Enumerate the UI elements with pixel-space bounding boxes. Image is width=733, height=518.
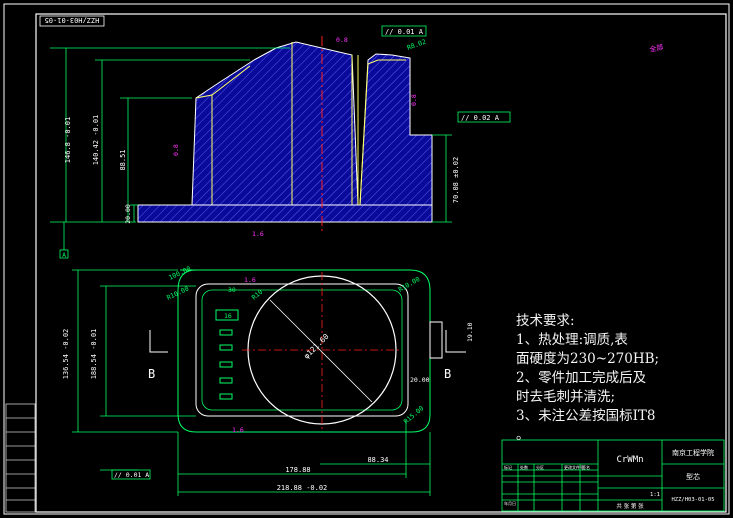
dim-d2: 30 xyxy=(228,286,236,294)
drawing-number-label: HZZ/H03-01-05 xyxy=(671,497,714,503)
left-table-label-3: 更改文件号 xyxy=(564,464,584,470)
left-table-label-4: 签名 xyxy=(582,464,590,470)
dim-right-height: 70.08 ±0.02 xyxy=(452,157,460,203)
dim-d5: 19.10 xyxy=(466,322,474,342)
dim-base-height: 20.00 xyxy=(124,204,132,224)
left-table-label-0: 标记 xyxy=(504,464,512,470)
inner-frame xyxy=(35,13,727,513)
part-name-label: 型芯 xyxy=(686,472,700,481)
scale-label: 1:1 xyxy=(650,492,660,498)
stamp-box xyxy=(39,15,105,27)
left-table-labels: 标记 处数 分区 更改文件号 签名 年月日 xyxy=(504,464,590,506)
tech-req-line: 。 xyxy=(516,427,530,443)
gtol-top-view: // 0.01 A xyxy=(114,471,149,479)
datum-label: A xyxy=(62,252,66,259)
dim-r2: R10.00 xyxy=(397,275,421,294)
dim-width-right: 88.34 xyxy=(367,456,388,464)
tech-req-line: 时去毛刺并清洗; xyxy=(516,389,616,405)
tech-req-line: 2、零件加工完成后及 xyxy=(516,370,647,386)
outer-frame xyxy=(3,3,730,515)
dim-inner-height: 88.51 xyxy=(119,149,127,170)
left-table-label-2: 分区 xyxy=(536,464,544,470)
tech-req-line: 3、未注公差按国标IT8 xyxy=(516,408,656,424)
ra-front-bottom: 1.6 xyxy=(252,230,264,238)
technical-requirements: 技术要求: 1、热处理:调质,表 面硬度为230~270HB; 2、零件加工完成… xyxy=(516,312,716,445)
section-label-right: B xyxy=(444,367,451,381)
left-table-label-1: 处数 xyxy=(520,464,528,470)
sheet-label: 共 张 第 张 xyxy=(616,502,644,510)
tech-req-line: 1、热处理:调质,表 xyxy=(516,332,628,348)
dim-height-left: 188.54 -0.01 xyxy=(90,329,98,380)
ra-global: 全部 xyxy=(649,42,665,54)
material-label: CrWMn xyxy=(616,455,643,465)
left-table-label-5: 年月日 xyxy=(504,500,516,506)
ra-top-2: 1.6 xyxy=(232,426,244,434)
dim-d6: 20.00 xyxy=(410,376,430,384)
tech-req-title: 技术要求: xyxy=(516,313,575,329)
gtol-top: // 0.01 A xyxy=(385,28,424,36)
dim-d3: 16 xyxy=(224,312,232,320)
tech-req-line: 面硬度为230~270HB; xyxy=(516,351,660,367)
dim-total-height: 146.8 -0.01 xyxy=(64,117,72,163)
left-revision-table xyxy=(5,403,36,513)
dim-width-mid: 178.88 xyxy=(285,466,310,474)
top-view: B B // 0.01 A 218.88 -0.02 178.88 88.34 … xyxy=(62,265,474,496)
dim-r3: R15.00 xyxy=(402,404,425,425)
dim-height-outer: 136.54 -0.02 xyxy=(62,329,70,380)
ra-top-1: 1.6 xyxy=(244,276,256,284)
ra-front-right: 0.8 xyxy=(410,94,418,106)
ra-front-top: 0.8 xyxy=(336,36,348,44)
dim-mid-height: 140.42 -0.01 xyxy=(92,115,100,166)
gtol-right: // 0.02 A xyxy=(461,114,500,122)
title-block xyxy=(501,439,725,512)
school-label: 南京工程学院 xyxy=(672,448,714,457)
front-view: 146.8 -0.01 140.42 -0.01 88.51 20.00 70.… xyxy=(50,25,665,259)
stamp-text: HZZ/H03-01-05 xyxy=(45,16,100,24)
chamfer-label: R8.02 xyxy=(406,38,427,52)
ra-front-left: 0.8 xyxy=(172,144,180,156)
section-label-left: B xyxy=(148,367,155,381)
dim-width-total: 218.88 -0.02 xyxy=(277,484,328,492)
